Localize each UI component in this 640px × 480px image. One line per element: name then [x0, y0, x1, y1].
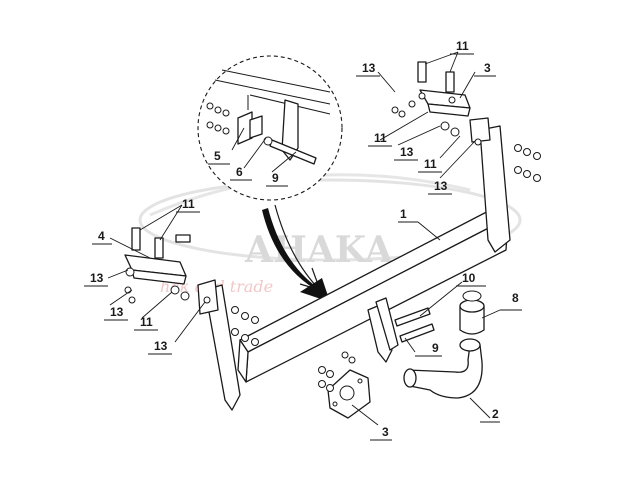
callout-13-right: 13	[434, 179, 448, 193]
detail-arrow-fill	[262, 208, 320, 292]
fastener-stacks	[124, 100, 541, 392]
callout-4: 4	[98, 229, 105, 243]
upper-right-plate	[417, 61, 471, 117]
bolt-10	[394, 307, 431, 327]
callout-3-socket: 3	[382, 425, 389, 439]
callout-3-top: 3	[484, 61, 491, 75]
callout-9-main: 9	[432, 341, 439, 355]
callout-13-top: 13	[362, 61, 376, 75]
callout-11-top: 11	[456, 39, 469, 53]
callout-11-right: 11	[424, 157, 437, 171]
callout-11-left: 11	[182, 197, 195, 211]
callout-labels: 1 2 3 3 4 5 6 8 9 9 10 11 11 11 11 11 13…	[84, 39, 522, 441]
callout-11-mid: 11	[374, 131, 387, 145]
callout-5: 5	[214, 149, 221, 163]
callout-10: 10	[462, 271, 476, 285]
callout-13-left-low: 13	[154, 339, 168, 353]
ball-cap	[459, 290, 485, 335]
upper-left-plate	[124, 227, 191, 285]
left-side-bracket	[197, 279, 241, 411]
callout-11-lower-left: 11	[140, 315, 153, 329]
tow-ball-neck	[403, 338, 483, 399]
callout-6: 6	[236, 165, 243, 179]
callout-13-left-mid: 13	[110, 305, 124, 319]
socket-plate	[327, 369, 371, 419]
callout-8: 8	[512, 291, 519, 305]
detail-inset	[197, 55, 343, 201]
crossbeam	[237, 204, 509, 383]
callout-9-inset: 9	[272, 171, 279, 185]
right-side-bracket	[469, 117, 511, 253]
center-ball-bracket	[341, 297, 435, 364]
watermark-text: AHAKA	[244, 229, 394, 271]
callout-2: 2	[492, 407, 499, 421]
callout-13-left-top: 13	[90, 271, 104, 285]
callout-1: 1	[400, 207, 407, 221]
bolt-9	[399, 323, 435, 343]
callout-13-mid: 13	[400, 145, 414, 159]
